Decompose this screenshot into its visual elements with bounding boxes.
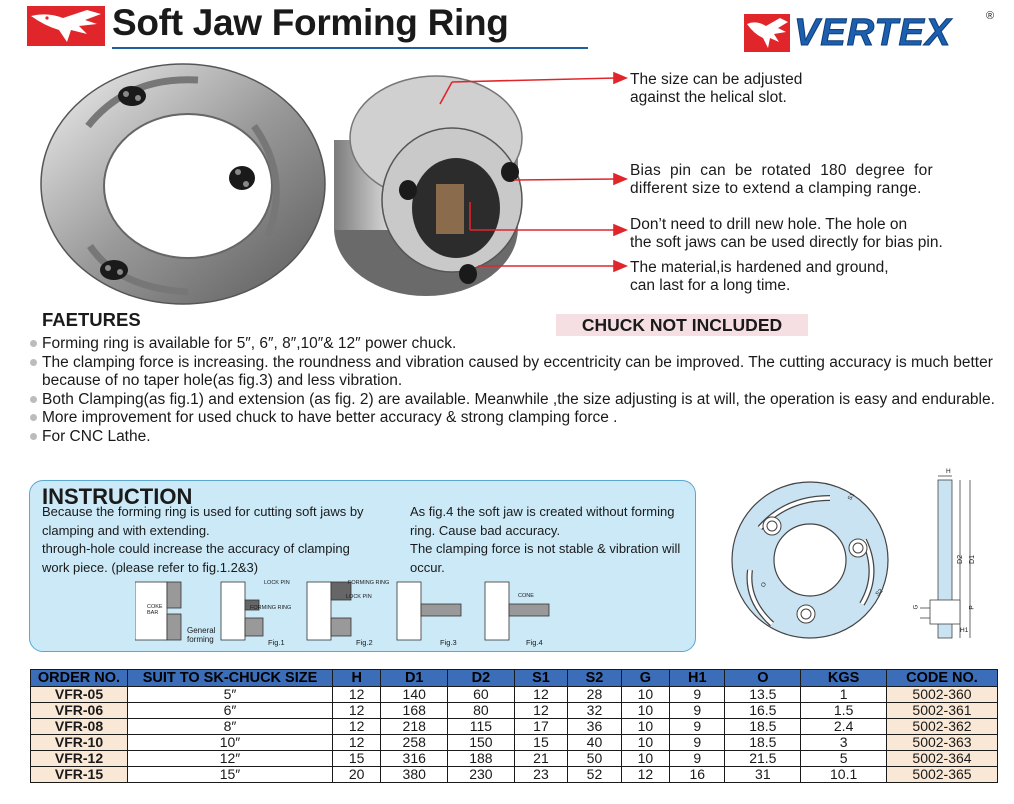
- col-h: H: [331, 669, 382, 687]
- ring-front-drawing: [731, 481, 889, 639]
- fig-label-general: General forming: [187, 626, 216, 644]
- spec-table: ORDER NO. SUIT TO SK-CHUCK SIZE H D1 D2 …: [30, 669, 998, 783]
- col-s2: S2: [567, 669, 622, 687]
- col-o: O: [724, 669, 802, 687]
- bullet-icon: [30, 340, 37, 347]
- list-item: Both Clamping(as fig.1) and extension (a…: [30, 391, 1005, 410]
- callout-no-drill: Don’t need to drill new hole. The hole o…: [630, 216, 943, 251]
- fig-label-coke-bar: COKE BAR: [147, 604, 163, 616]
- drawing-label-h1: H1: [960, 627, 969, 634]
- eagle-logo-icon: [27, 6, 105, 46]
- instruction-heading: INSTRUCTION: [42, 484, 193, 509]
- fig-label-lock-pin: LOCK PIN: [264, 580, 290, 586]
- forming-ring-photo: [40, 63, 326, 305]
- callout-arrows: [439, 71, 629, 273]
- callout-hardened: The material,is hardened and ground, can…: [630, 259, 889, 294]
- chuck-not-included-note: CHUCK NOT INCLUDED: [556, 314, 808, 336]
- col-code-no: CODE NO.: [886, 669, 998, 687]
- drawing-label-h: H: [946, 468, 951, 475]
- col-s1: S1: [513, 669, 569, 687]
- list-item: More improvement for used chuck to have …: [30, 409, 1005, 428]
- title-rule: [112, 47, 588, 49]
- col-order-no: ORDER NO.: [30, 669, 128, 687]
- bullet-icon: [30, 395, 37, 403]
- fig-label-1: Fig.1: [268, 638, 285, 647]
- features-heading: FAETURES: [42, 309, 141, 330]
- table-header-row: ORDER NO. SUIT TO SK-CHUCK SIZE H D1 D2 …: [30, 669, 998, 687]
- fig-label-forming-ring: FORMING RING: [250, 605, 292, 611]
- ring-side-drawing: [920, 475, 971, 639]
- bullet-icon: [30, 432, 37, 440]
- fig-label-4: Fig.4: [526, 638, 543, 647]
- callout-helical-slot: The size can be adjusted against the hel…: [630, 71, 803, 106]
- instruction-right-text: As fig.4 the soft jaw is created without…: [410, 504, 681, 575]
- col-h1: H1: [669, 669, 726, 687]
- col-suit-size: SUIT TO SK-CHUCK SIZE: [127, 669, 333, 687]
- fig-label-lock-pin-2: LOCK PIN: [346, 594, 372, 600]
- instruction-left-text: Because the forming ring is used for cut…: [42, 504, 364, 575]
- col-d2: D2: [447, 669, 515, 687]
- drawing-label-d1: D1: [968, 555, 976, 564]
- fig-label-2: Fig.2: [356, 638, 373, 647]
- drawing-label-g: G: [913, 604, 920, 610]
- drawing-label-p: P: [968, 605, 976, 610]
- list-item: For CNC Lathe.: [30, 428, 1005, 447]
- chuck-photo: [334, 75, 523, 296]
- brand-name: VERTEX: [793, 12, 952, 55]
- instruction-figures: [135, 581, 550, 641]
- fig-label-forming-ring-2: FORMING RING: [348, 580, 390, 586]
- col-g: G: [620, 669, 671, 687]
- fig-label-cone: CONE: [518, 593, 534, 599]
- callout-bias-pin: Bias pin can be rotated 180 degree for d…: [630, 162, 933, 197]
- features-list: Forming ring is available for 5″, 6″, 8″…: [30, 335, 1005, 446]
- bullet-icon: [30, 358, 37, 366]
- eagle-logo-icon: [744, 14, 790, 52]
- registered-mark: ®: [986, 10, 995, 22]
- col-kgs: KGS: [800, 669, 887, 687]
- bullet-icon: [30, 414, 37, 421]
- list-item: The clamping force is increasing. the ro…: [30, 354, 1005, 391]
- vertex-brand-logo: VERTEX ®: [744, 10, 1002, 55]
- drawing-label-d2: D2: [956, 555, 964, 564]
- list-item: Forming ring is available for 5″, 6″, 8″…: [30, 335, 1005, 354]
- page-title: Soft Jaw Forming Ring: [112, 2, 509, 43]
- fig-label-3: Fig.3: [440, 638, 457, 647]
- col-d1: D1: [380, 669, 449, 687]
